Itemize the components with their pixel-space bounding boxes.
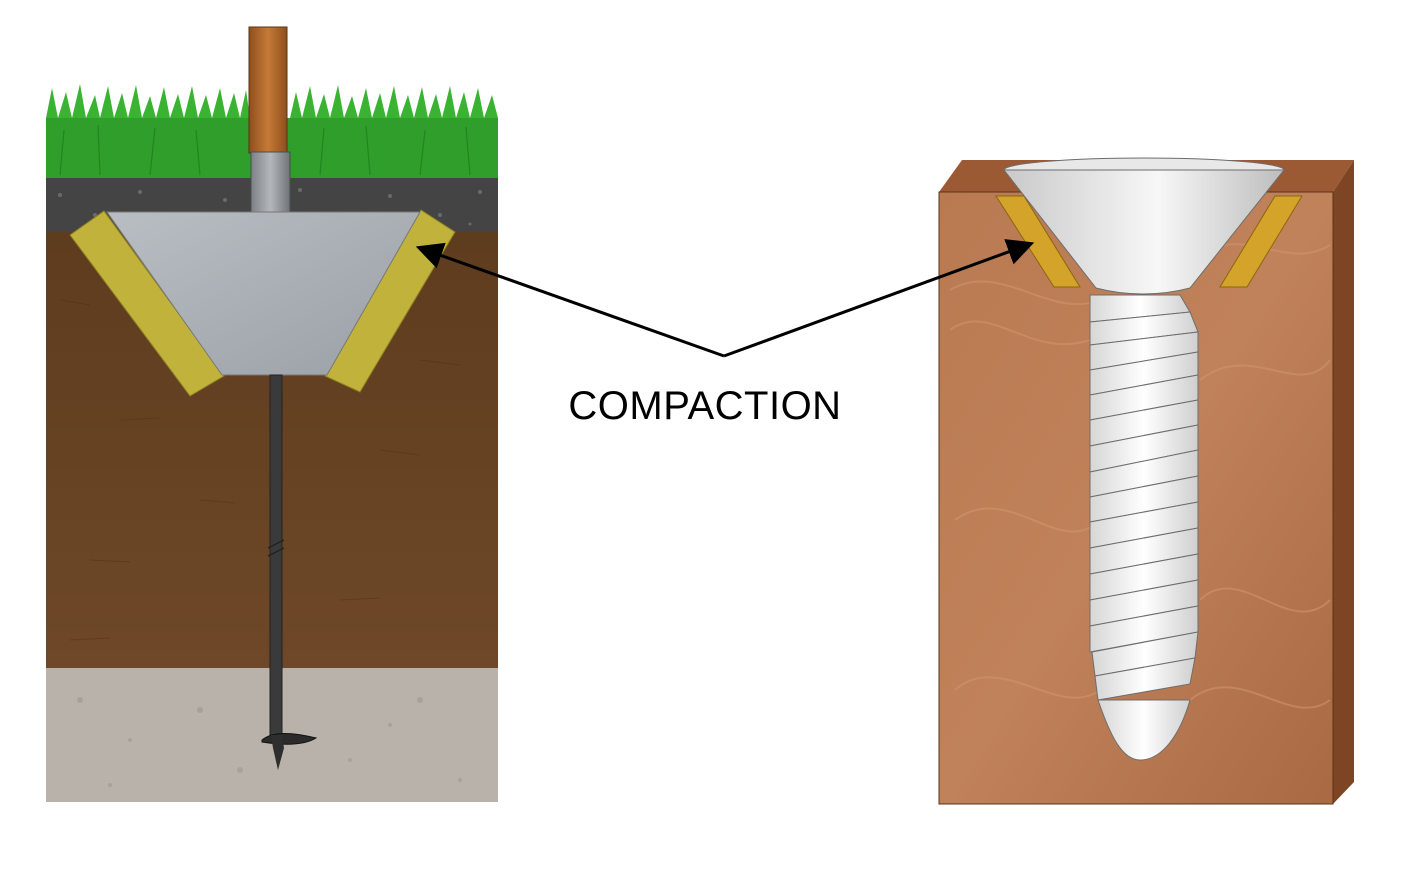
compaction-label: COMPACTION [568, 384, 842, 428]
wood-screw-threads [1089, 294, 1199, 701]
arrow-to-wood-screw [723, 239, 1035, 358]
screw-shaft [269, 374, 283, 736]
subsoil-texture [77, 697, 462, 787]
post-sleeve [250, 151, 291, 215]
compaction-zone-right-b [1219, 195, 1303, 288]
screw-foundation-head [106, 211, 421, 376]
grass-blades [46, 84, 498, 118]
wood-block-side [1333, 160, 1354, 804]
arrow-to-ground-screw [415, 242, 725, 358]
grass-detail [59, 124, 471, 176]
wood-screw-head [1002, 169, 1286, 295]
compaction-zone-right-a [995, 195, 1081, 288]
screw-tip [271, 735, 284, 770]
callout-arrows [415, 239, 1035, 358]
wood-screw-tip [1097, 699, 1191, 761]
wooden-post [248, 26, 288, 154]
compaction-zone-left-a [69, 210, 225, 397]
topsoil-texture [59, 299, 461, 641]
